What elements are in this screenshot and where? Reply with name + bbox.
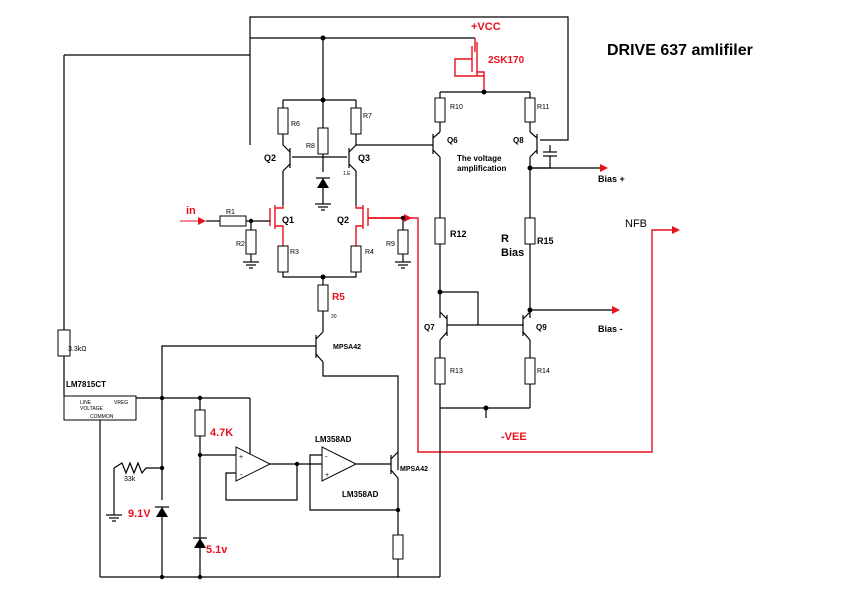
input-arrow-icon [198,217,206,225]
q8-label: Q8 [513,136,524,145]
resistor-33k [113,461,162,475]
q7-label: Q7 [424,323,435,332]
resistor-r4 [350,245,362,273]
resistor-r8 [317,127,329,155]
q9-label: Q9 [536,323,547,332]
vamp-label-1: The voltage [457,154,502,163]
zener-5v1-label: 5.1v [206,544,228,556]
resistor-r14 [524,357,536,385]
jfet-2sk170-label: 2SK170 [488,55,525,66]
opamp1-minus-label: - [240,470,243,479]
r7-label: R7 [363,113,372,120]
opamp-top-label: LM358AD [315,435,352,444]
resistor-r13 [434,357,446,385]
regulator-vreg-label: VREG [114,400,128,406]
q3-label: Q3 [358,153,370,163]
opamp-2 [321,446,358,482]
opamp1-plus-label: + [239,454,243,461]
resistor-r9 [397,229,409,255]
q6-label: Q6 [447,136,458,145]
r2-label: R2 [236,241,245,248]
top-rail [63,16,569,330]
bias-minus-label: Bias - [598,324,623,334]
resistor-r1 [219,215,247,227]
r4-label: R4 [365,249,374,256]
r6-label: R6 [291,121,300,128]
r9-label: R9 [386,241,395,248]
opamp-block [200,446,404,577]
resistor-r7 [350,107,362,135]
zener-diode-icon [317,178,329,188]
resistor-r5 [317,284,329,312]
diff-pair-block [277,97,362,211]
r5-label: R5 [332,292,345,303]
q2-right-label: Q2 [337,215,349,225]
q1-label: Q1 [282,215,294,225]
resistor-r2 [245,229,257,255]
lm7815-regulator [63,395,137,421]
q3-sub-label: 1.E [343,171,351,177]
r14-label: R14 [537,368,550,375]
r11-label: R11 [537,104,549,111]
resistor-r10 [434,97,446,123]
resistor-r15 [524,217,536,245]
resistor-emitter [392,534,404,560]
regulator-voltage-label: VOLTAGE [80,406,104,412]
nfb-label: NFB [625,218,647,230]
resistor-r3 [277,245,289,273]
source-network [277,215,411,332]
mpsa42-upper [161,331,399,500]
input-jfets [269,205,680,453]
r10-label: R10 [450,104,463,111]
input-label: in [186,205,196,217]
resistor-r6 [277,107,289,135]
regulator-name-label: LM7815CT [66,380,106,389]
r-3k3-label: 3.3kΩ [68,346,86,353]
regulator-common-label: COMMON [90,414,114,420]
regulator-block [57,329,440,580]
q2-left-label: Q2 [264,153,276,163]
vamp-label-2: amplification [457,164,506,173]
r-bias-label-2: Bias [501,247,524,259]
vas-block [356,38,620,577]
zener-9v1-label: 9.1V [128,508,151,520]
opamp2-minus-label: - [325,452,328,461]
opamp-bottom-label: LM358AD [342,490,379,499]
mpsa42-bottom-label: MPSA42 [400,466,428,473]
r12-label: R12 [450,229,467,239]
mpsa42-top-label: MPSA42 [333,344,361,351]
bias-plus-label: Bias + [598,174,625,184]
regulator-line-label: LINE [80,400,92,406]
resistor-r11 [524,97,536,123]
diagram-title: DRIVE 637 amlifiler [607,42,753,59]
opamp-1 [235,446,272,482]
r-bias-label-1: R [501,233,509,245]
r13-label: R13 [450,368,463,375]
r1-label: R1 [226,209,235,216]
vee-label: -VEE [501,431,527,443]
input-network [180,215,270,269]
resistor-r12 [434,217,446,245]
zener-9v1-icon [156,507,168,517]
r15-label: R15 [537,236,554,246]
r-4k7-label: 4.7K [210,427,233,439]
nfb-arrow-icon [672,226,680,234]
zener-5v1-icon [194,538,206,548]
resistor-4k7 [194,409,206,437]
r8-label: R8 [306,143,315,150]
r-33k-label: 33k [124,476,136,483]
vcc-label: +VCC [471,21,501,33]
r5-sub-label: 20 [331,314,337,320]
r3-label: R3 [290,249,299,256]
opamp2-plus-label: + [325,472,329,479]
